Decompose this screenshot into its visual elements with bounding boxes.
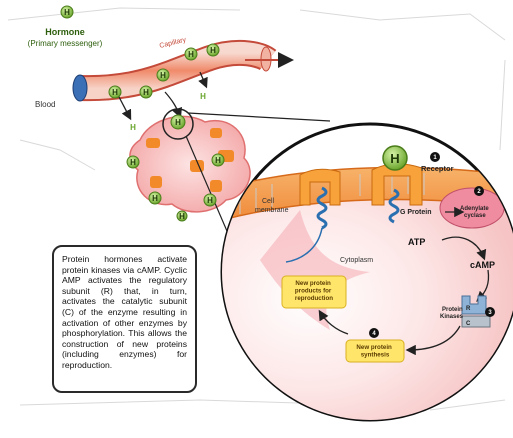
hormone-symbol: H	[152, 194, 158, 203]
new-protein-products-label-line: New protein	[295, 280, 331, 287]
hormone-symbol: H	[160, 71, 166, 80]
adenylate-cyclase-label-line: cyclase	[464, 213, 486, 219]
hormone-molecule: H	[140, 86, 152, 98]
target-cell	[130, 109, 250, 212]
bound-hormone-symbol: H	[390, 151, 399, 166]
hormone-molecule: H	[185, 48, 197, 60]
hormone-symbol: H	[130, 158, 136, 167]
hormone-symbol: H	[210, 46, 216, 55]
receptor-label: Receptor	[421, 164, 454, 173]
hormone-molecule: H	[177, 211, 187, 221]
new-protein-synthesis-label-line: New protein	[356, 344, 392, 351]
free-hormone-letter: H	[130, 123, 136, 132]
kinase-subunit-r: R	[466, 306, 471, 312]
caption-box: Protein hormones activate protein kinase…	[52, 245, 197, 393]
capillary-label: Capillary	[159, 36, 188, 50]
hormone-symbol: H	[188, 50, 194, 59]
protein-kinases-label: Protein Kinases	[440, 307, 464, 320]
new-protein-synthesis-box: New protein synthesis	[346, 340, 404, 362]
camp-label: cAMP	[470, 260, 495, 270]
new-protein-products-label-line: products for	[295, 288, 332, 295]
capillary-vessel	[73, 47, 290, 101]
cell-membrane-label-line: membrane	[255, 207, 289, 214]
hormone-molecule: H	[149, 192, 161, 204]
kinase-subunit-c: C	[466, 321, 471, 327]
zoom-circle: H	[220, 124, 513, 430]
hormone-label: Hormone	[45, 27, 85, 37]
hormone-symbol: H	[175, 118, 181, 127]
new-protein-synthesis-label-line: synthesis	[361, 352, 390, 359]
protein-kinases-label-line: Kinases	[440, 314, 464, 320]
hormone-molecule: H	[109, 86, 121, 98]
hormone-molecule: H	[171, 115, 185, 129]
new-protein-synthesis-label: New protein synthesis	[356, 344, 393, 359]
new-protein-products-label-line: reproduction	[295, 295, 333, 302]
hormone-symbol: H	[143, 88, 149, 97]
hormone-molecule: H	[61, 6, 73, 18]
hormone-symbol: H	[207, 196, 213, 205]
hormone-molecule: H	[127, 156, 139, 168]
adenylate-cyclase-label-line: Adenylate	[460, 206, 489, 212]
primary-messenger-label: (Primary messenger)	[28, 39, 103, 48]
cytoplasm-label: Cytoplasm	[340, 257, 373, 264]
new-protein-products-label: New protein products for reproduction	[295, 280, 333, 302]
hormone-symbol: H	[215, 156, 221, 165]
hormone-symbol: H	[112, 88, 118, 97]
hormone-symbol: H	[64, 8, 70, 17]
protein-kinases-label-line: Protein	[442, 307, 463, 313]
caption-text: Protein hormones activate protein kinase…	[62, 254, 187, 370]
hormone-molecule: H	[207, 44, 219, 56]
atp-label: ATP	[408, 237, 425, 247]
cell-membrane-label-line: Cell	[262, 198, 275, 205]
g-protein-label: G Protein	[400, 209, 432, 216]
hormone-molecule: H	[204, 194, 216, 206]
blood-label: Blood	[35, 100, 55, 109]
hormone-molecule: H	[212, 154, 224, 166]
hormone-symbol: H	[179, 212, 185, 221]
hormone-molecule: H	[157, 69, 169, 81]
new-protein-products-box: New protein products for reproduction	[282, 276, 346, 308]
free-hormone-letter: H	[200, 92, 206, 101]
